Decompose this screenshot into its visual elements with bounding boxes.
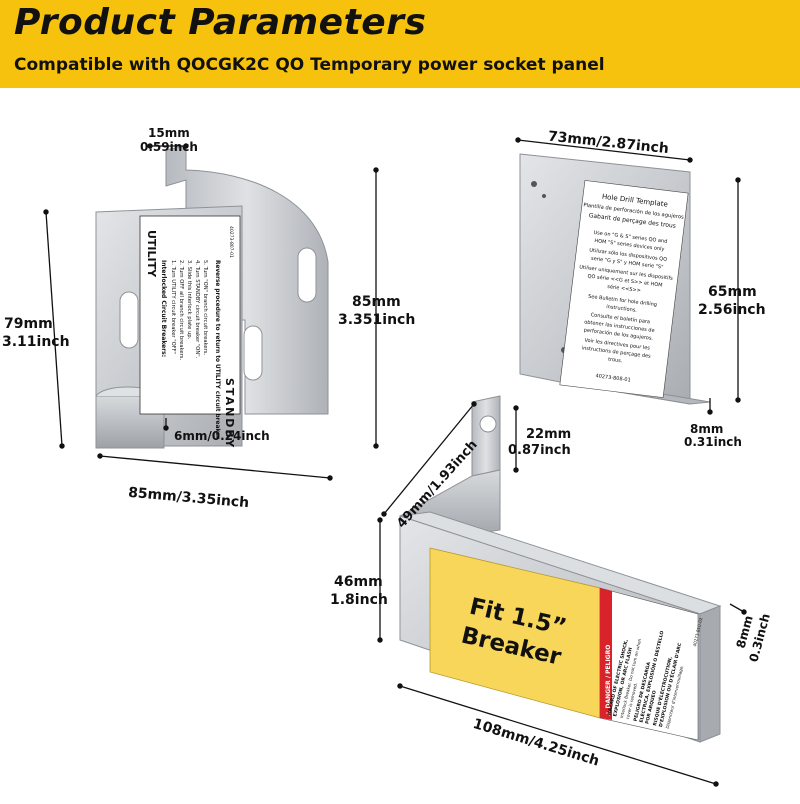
interlock-step-2: 2. Turn OFF all branch circuit breakers. (178, 260, 184, 360)
interlock-label-title: Interlocked Circuit Breakers: (160, 260, 167, 357)
interlock-step-4: 4. Turn STANDBY circuit breaker "ON". (194, 260, 200, 359)
interlock-step-1: 1. Turn UTILITY circuit breaker "OFF" (170, 260, 176, 354)
page-title: Product Parameters (14, 2, 427, 43)
page-subtitle: Compatible with QOCGK2C QO Temporary pow… (14, 55, 605, 75)
dim-template-lip-mm: 8mm (690, 422, 723, 436)
dim-tall-in: 3.351inch (338, 312, 415, 328)
bracket-ear-hole (479, 415, 497, 433)
product-diagram: UTILITY Interlocked Circuit Breakers: 1.… (0, 88, 800, 800)
drill-template-label (559, 180, 689, 398)
dim-ear-in: 0.87inch (508, 443, 571, 458)
part2-dimensions (515, 137, 741, 415)
dim-template-height-in: 2.56inch (698, 302, 766, 318)
dim-bracket-height-in: 1.8inch (330, 592, 388, 608)
interlock-step-3: 3. Slide this interlock plate up. (186, 260, 192, 340)
interlock-label (139, 215, 241, 415)
template-line-15: trous. (608, 357, 623, 365)
dim-tall-mm: 85mm (352, 294, 401, 310)
part3-dimensions (377, 401, 747, 787)
standby-label: STANDBY (223, 378, 236, 449)
dim-ear-mm: 22mm (526, 427, 571, 442)
dim-template-lip-in: 0.31inch (684, 435, 742, 449)
dim-height-in: 3.11inch (2, 334, 70, 350)
template-hole-1 (531, 181, 537, 187)
danger-header: ⚠ DANGER / PELIGRO (605, 645, 612, 716)
dim-width: 85mm/3.35inch (127, 485, 249, 512)
back-plate-slot-2 (243, 325, 263, 381)
template-line-9: instructions. (606, 304, 638, 314)
dim-height-mm: 79mm (4, 316, 53, 332)
part1-dimensions (43, 143, 379, 481)
bracket-ear (471, 395, 501, 477)
template-hole-2 (542, 194, 546, 198)
interlock-plate: UTILITY Interlocked Circuit Breakers: 1.… (95, 145, 329, 449)
dim-flange-in: 0.59inch (140, 140, 198, 154)
back-plate-slot-1 (297, 247, 317, 303)
dim-flange-mm: 15mm (148, 126, 190, 140)
front-plate-slot (119, 291, 139, 349)
dim-template-width: 73mm/2.87inch (547, 129, 669, 158)
utility-label: UTILITY (145, 230, 158, 278)
drill-template-plate: Hole Drill Template Plantilla de perfora… (519, 153, 711, 405)
dim-bracket-height-mm: 46mm (334, 574, 383, 590)
interlock-step-5: 5. Turn "ON" branch circuit breakers. (202, 260, 208, 355)
interlock-reverse: Reverse procedure to return to UTILITY c… (214, 260, 220, 440)
danger-part-no: 40273-810-02 (692, 617, 704, 647)
template-part-no: 40273-808-01 (595, 373, 631, 383)
interlock-part-no: 40273-807-01 (228, 226, 234, 258)
template-line-7: série <<S>> (607, 283, 641, 294)
dim-template-height-mm: 65mm (708, 284, 757, 300)
dim-tab: 6mm/0.24inch (174, 429, 270, 443)
header-banner: Product Parameters Compatible with QOCGK… (0, 0, 800, 88)
